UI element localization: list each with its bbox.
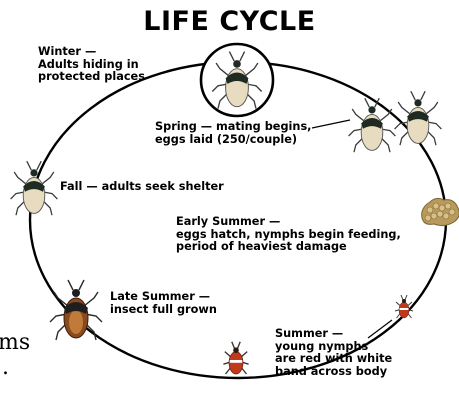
egg-cluster-icon: [422, 198, 459, 225]
stage-description: young nymphs are red with white band acr…: [275, 340, 392, 378]
stage-name: Early Summer: [176, 215, 265, 228]
spring-leader-line: [312, 120, 350, 128]
stage-description: insect full grown: [110, 303, 217, 316]
stage-label-fall: Fall — adults seek shelter: [60, 181, 224, 194]
summer-nymph-icon: [223, 342, 248, 374]
stage-label-early-summer: Early Summer — eggs hatch, nymphs begin …: [176, 216, 401, 254]
spring-adult-bug-1-icon: [349, 98, 396, 152]
stage-label-late-summer: Late Summer — insect full grown: [110, 291, 217, 316]
stage-label-spring: Spring — mating begins, eggs laid (250/c…: [155, 121, 311, 146]
stage-name: Fall: [60, 180, 82, 193]
spring-adult-bug-2-icon: [395, 91, 442, 145]
cropped-edge-text-2: .: [2, 355, 9, 380]
diagram-title: LIFE CYCLE: [0, 6, 459, 37]
stage-description: Adults hiding in protected places: [38, 58, 145, 84]
small-nymph-icon: [395, 295, 413, 318]
stage-name: Spring: [155, 120, 197, 133]
late-summer-bug-icon: [50, 280, 102, 340]
stage-name: Winter: [38, 45, 81, 58]
stage-label-winter: Winter — Adults hiding in protected plac…: [38, 46, 145, 84]
cropped-edge-text-1: ms: [0, 330, 30, 355]
stage-label-summer: Summer — young nymphs are red with white…: [275, 328, 392, 378]
stage-description: eggs hatch, nymphs begin feeding, period…: [176, 228, 401, 254]
stage-name: Summer: [275, 327, 328, 340]
stage-description: adults seek shelter: [102, 180, 224, 193]
stage-name: Late Summer: [110, 290, 195, 303]
fall-adult-bug-icon: [11, 161, 58, 215]
